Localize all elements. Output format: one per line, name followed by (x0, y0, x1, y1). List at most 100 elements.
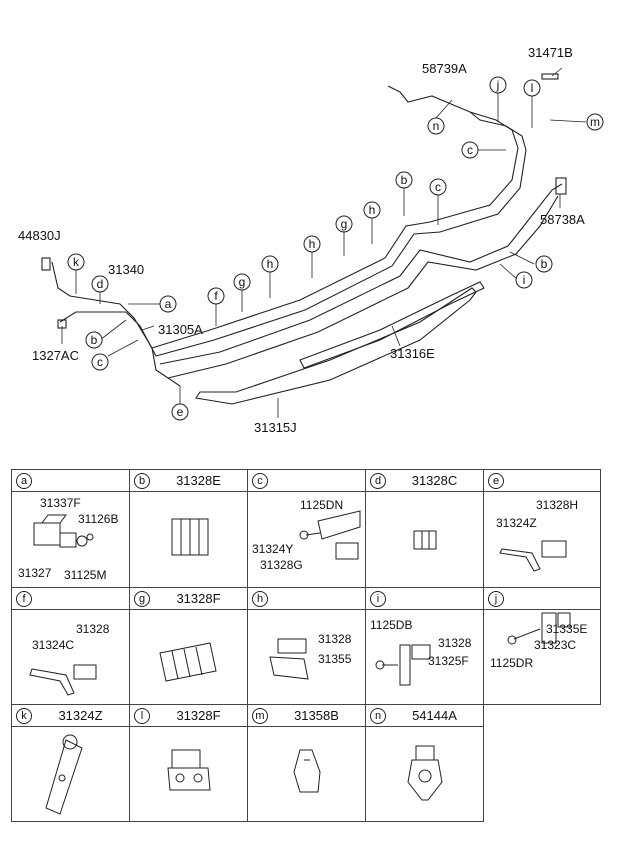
label-31328: 31328 (76, 622, 110, 636)
cell-letter: m (252, 708, 268, 724)
callout-g-1: g (341, 217, 348, 231)
label-31471B: 31471B (528, 45, 573, 60)
callout-e: e (177, 405, 184, 419)
callout-b-left: b (91, 333, 98, 347)
label-31126B: 31126B (78, 512, 119, 526)
callout-m-top: m (590, 115, 600, 129)
cell-letter: d (370, 473, 386, 489)
cell-part-number: 31358B (294, 708, 339, 723)
callout-b-right: b (541, 257, 548, 271)
callout-f: f (214, 289, 218, 303)
clip-31328F-l-icon (167, 749, 211, 791)
cell-letter: f (16, 591, 32, 607)
fuel-line-2 (155, 149, 527, 357)
callout-c-left: c (97, 355, 103, 369)
fuel-line-3 (159, 183, 563, 365)
callout-c-upper: c (467, 143, 473, 157)
legend-cell-k: k 31324Z (11, 704, 130, 822)
cell-letter: a (16, 473, 32, 489)
callout-h-2: h (309, 237, 316, 251)
part-58738A (555, 177, 567, 195)
fuel-line-1 (151, 147, 519, 349)
legend-cell-j: j 31335E 31323C 1125DR (483, 587, 601, 705)
cell-letter: e (488, 473, 504, 489)
return-line-top-2 (469, 111, 527, 151)
label-31125M: 31125M (64, 568, 107, 582)
callout-l-top: l (531, 81, 534, 95)
label-31337F: 31337F (40, 496, 81, 510)
legend-cell-f: f 31328 31324C (11, 587, 130, 705)
cell-letter: n (370, 708, 386, 724)
callout-k: k (73, 255, 80, 269)
callout-h-3: h (267, 257, 274, 271)
callout-h-1: h (369, 203, 376, 217)
cell-part-number: 31324Z (58, 708, 103, 723)
cell-letter: k (16, 708, 32, 724)
cell-part-number: 54144A (412, 708, 457, 723)
clip-54144A-icon (407, 745, 443, 801)
label-31325F: 31325F (428, 654, 469, 668)
return-line-top (387, 85, 519, 149)
shield-31315J (195, 287, 477, 405)
cell-letter: c (252, 473, 268, 489)
cell-letter: b (134, 473, 150, 489)
bracket-j-icon (507, 612, 571, 645)
legend-cell-a: a 31337F 31126B 31327 31125M (11, 469, 130, 588)
label-31328-i: 31328 (438, 636, 472, 650)
label-1125DN: 1125DN (300, 498, 344, 512)
parts-legend-grid: a 31337F 31126B 31327 31125M b 31328E c 1… (11, 469, 601, 822)
label-31328G: 31328G (260, 558, 303, 572)
bracket-e-icon (499, 540, 567, 572)
label-31340: 31340 (108, 262, 144, 277)
label-31305A: 31305A (158, 322, 203, 337)
label-31323C: 31323C (534, 638, 577, 652)
callout-c-mid: c (435, 180, 441, 194)
bracket-k-icon (45, 734, 83, 815)
label-1125DR: 1125DR (490, 656, 534, 670)
label-1125DB: 1125DB (370, 618, 413, 632)
legend-cell-i: i 1125DB 31328 31325F (365, 587, 484, 705)
legend-cell-b: b 31328E (129, 469, 248, 588)
bracket-f-icon (29, 664, 97, 696)
shield-31316E (299, 281, 485, 369)
clip-31328F-icon (159, 642, 217, 682)
callout-i: i (523, 273, 526, 287)
bracket-c-icon (299, 510, 361, 560)
legend-cell-h: h 31328 31355 (247, 587, 366, 705)
cell-part-number: 31328E (176, 473, 221, 488)
legend-cell-n: n 54144A (365, 704, 484, 822)
callout-j-top: j (496, 78, 500, 92)
clamp-a-icon (33, 514, 94, 548)
label-31315J: 31315J (254, 420, 297, 435)
bracket-h-icon (269, 638, 309, 680)
clip-31328E-icon (171, 518, 209, 556)
legend-cell-m: m 31358B (247, 704, 366, 822)
fuel-line-drop (151, 347, 181, 387)
cell-letter: h (252, 591, 268, 607)
fuel-line-4 (167, 195, 559, 379)
label-31316E: 31316E (390, 346, 435, 361)
cell-letter: g (134, 591, 150, 607)
fuel-line-left-2 (59, 311, 157, 357)
label-31324Z: 31324Z (496, 516, 537, 530)
label-58738A: 58738A (540, 212, 585, 227)
label-1327AC: 1327AC (32, 348, 79, 363)
fuel-line-assembly-diagram: 31471B 58739A 58738A 44830J 31340 31305A… (18, 45, 604, 435)
callout-n-top: n (433, 119, 440, 133)
legend-cell-c: c 1125DN 31324Y 31328G (247, 469, 366, 588)
label-31324C: 31324C (32, 638, 75, 652)
label-31328-h: 31328 (318, 632, 352, 646)
label-31324Y: 31324Y (252, 542, 294, 556)
callout-g-2: g (239, 275, 246, 289)
cell-part-number: 31328C (411, 473, 458, 488)
callout-d: d (97, 277, 104, 291)
callout-b-upper: b (401, 173, 408, 187)
legend-cell-d: d 31328C (365, 469, 484, 588)
label-58739A: 58739A (422, 61, 467, 76)
label-31335E: 31335E (546, 622, 588, 636)
label-31327: 31327 (18, 566, 52, 580)
cell-letter: j (488, 591, 504, 607)
part-44830J-end (41, 257, 51, 271)
